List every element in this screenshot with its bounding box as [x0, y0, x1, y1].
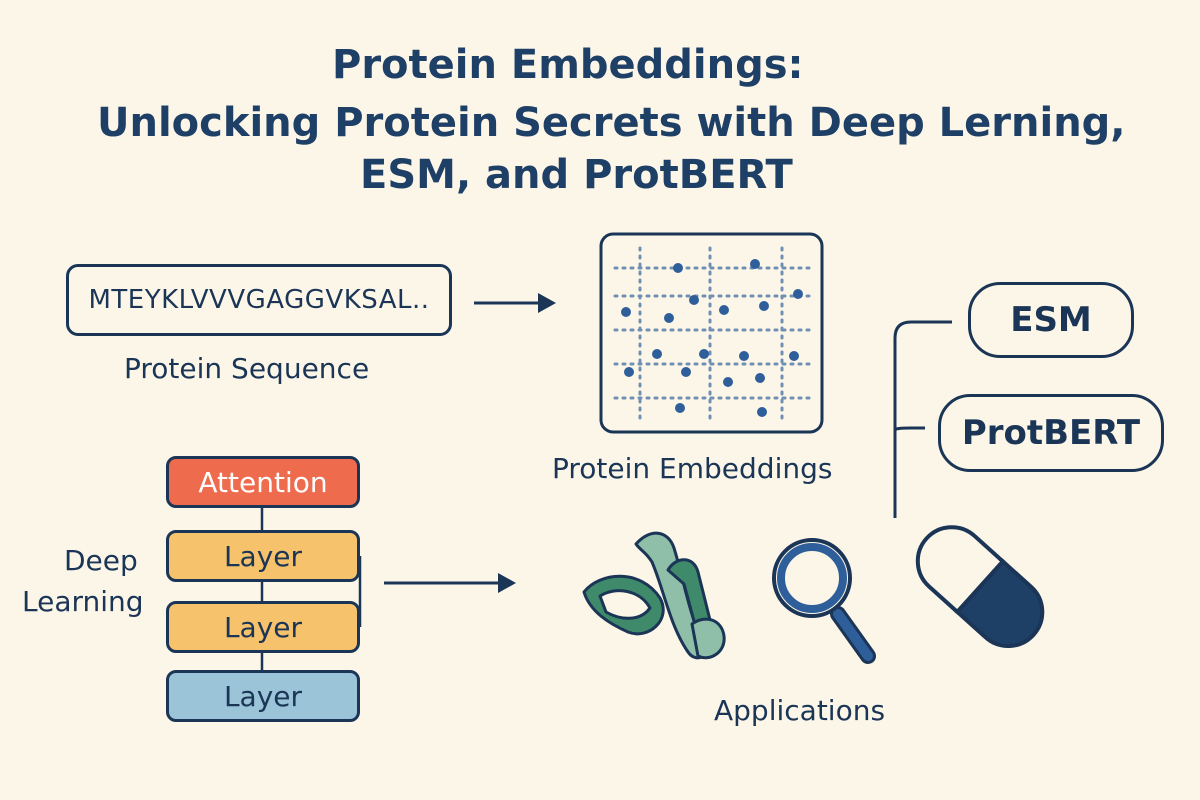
title-line-3: ESM, and ProtBERT [360, 152, 793, 198]
magnifier-icon [772, 538, 876, 664]
protein-ribbon-icon [582, 531, 726, 660]
title-line-2: Unlocking Protein Secrets with Deep Lern… [97, 100, 1126, 146]
layer-block: Layer [166, 601, 360, 653]
protbert-pill: ProtBERT [938, 394, 1164, 472]
layer-block: Layer [166, 530, 360, 582]
protein-sequence-box: MTEYKLVVVGAGGVKSAL.. [66, 264, 452, 336]
protein-embeddings-label: Protein Embeddings [552, 452, 833, 485]
layer-connectors [260, 508, 362, 670]
arrow-deep-learning-to-applications [384, 573, 516, 593]
layer-block: Layer [166, 670, 360, 722]
deep-learning-label-line-1: Deep [64, 544, 138, 577]
applications-label: Applications [714, 694, 886, 727]
model-bracket [893, 320, 952, 518]
attention-layer: Attention [166, 456, 360, 508]
capsule-icon [915, 525, 1045, 649]
arrow-sequence-to-embeddings [474, 293, 556, 313]
protein-sequence-text: MTEYKLVVVGAGGVKSAL.. [88, 285, 430, 315]
deep-learning-label-line-2: Learning [22, 585, 144, 618]
embedding-grid-icon [599, 232, 824, 434]
protein-sequence-label: Protein Sequence [124, 352, 370, 385]
title-line-1: Protein Embeddings: [332, 42, 804, 88]
esm-pill: ESM [968, 282, 1134, 358]
